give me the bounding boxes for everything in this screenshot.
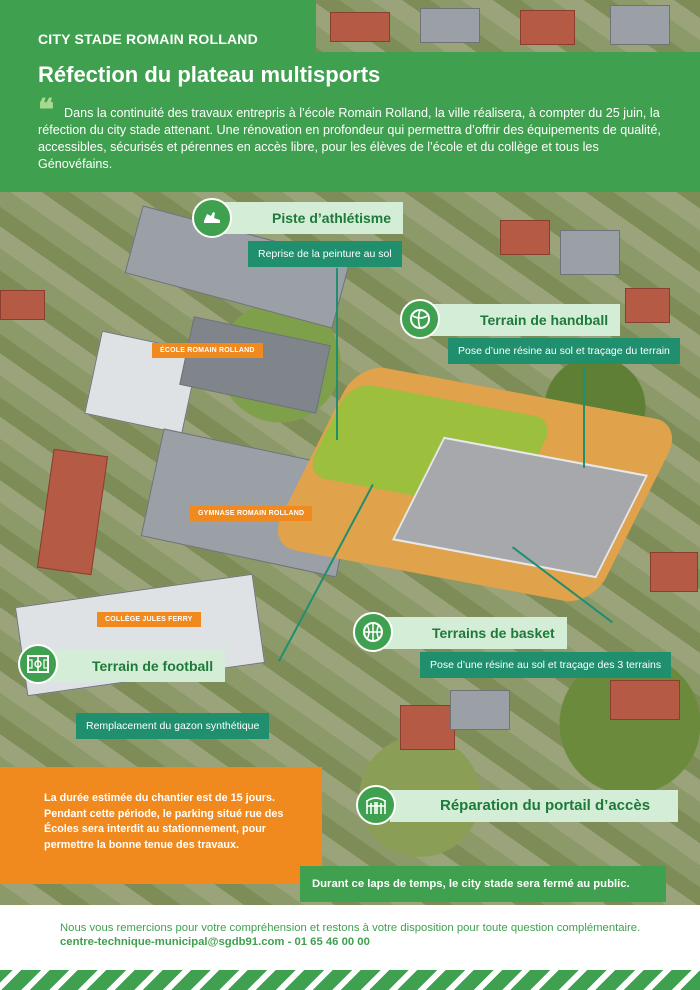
closure-notice: Durant ce laps de temps, le city stade s… [300, 866, 666, 902]
quote-icon: ❝ [38, 93, 55, 128]
callout-football-title: Terrain de football [42, 650, 226, 682]
footer-thanks: Nous vous remercions pour votre compréhe… [60, 922, 641, 934]
callout-handball-title: Terrain de handball [430, 304, 621, 336]
school-hall [179, 316, 331, 414]
callout-football-desc: Remplacement du gazon synthétique [76, 713, 270, 739]
house [625, 288, 670, 323]
label-ecole: ÉCOLE ROMAIN ROLLAND [152, 343, 263, 358]
football-field-icon [18, 644, 58, 684]
footer: Nous vous remercions pour votre compréhe… [0, 905, 700, 990]
footer-stripes [0, 970, 700, 990]
page-title: Réfection du plateau multisports [38, 62, 381, 87]
house [560, 230, 620, 275]
footer-contact[interactable]: centre-technique-municipal@sgdb91.com - … [60, 936, 370, 948]
college-wing [36, 448, 109, 576]
label-college: COLLÈGE JULES FERRY [97, 612, 201, 627]
callout-athletisme-title: Piste d’athlétisme [222, 202, 404, 234]
callout-basket-title: Terrains de basket [382, 617, 567, 649]
house [520, 10, 575, 45]
duration-notice-text: La durée estimée du chantier est de 15 j… [44, 792, 284, 851]
header-band [0, 52, 700, 192]
house [650, 552, 698, 592]
label-gymnase: GYMNASE ROMAIN ROLLAND [190, 506, 313, 521]
callout-handball-desc: Pose d’une résine au sol et traçage du t… [448, 338, 680, 364]
house [400, 705, 455, 750]
header-kicker: CITY STADE ROMAIN ROLLAND [38, 31, 258, 47]
house [500, 220, 550, 255]
leader-line-handball [583, 368, 585, 468]
running-shoe-icon [192, 198, 232, 238]
header-tab [0, 0, 316, 52]
house [610, 5, 670, 45]
gate-icon [356, 785, 396, 825]
house [330, 12, 390, 42]
house [420, 8, 480, 43]
intro-text: Dans la continuité des travaux entrepris… [38, 106, 661, 171]
duration-notice: La durée estimée du chantier est de 15 j… [0, 767, 322, 884]
house [0, 290, 45, 320]
handball-icon [400, 299, 440, 339]
basketball-icon [353, 612, 393, 652]
header: CITY STADE ROMAIN ROLLAND Réfection du p… [0, 0, 700, 192]
house [610, 680, 680, 720]
leader-line-athletisme [336, 268, 338, 440]
callout-basket-desc: Pose d’une résine au sol et traçage des … [420, 652, 672, 678]
house [450, 690, 510, 730]
callout-portail-title: Réparation du portail d’accès [390, 790, 679, 822]
callout-athletisme-desc: Reprise de la peinture au sol [248, 241, 402, 267]
